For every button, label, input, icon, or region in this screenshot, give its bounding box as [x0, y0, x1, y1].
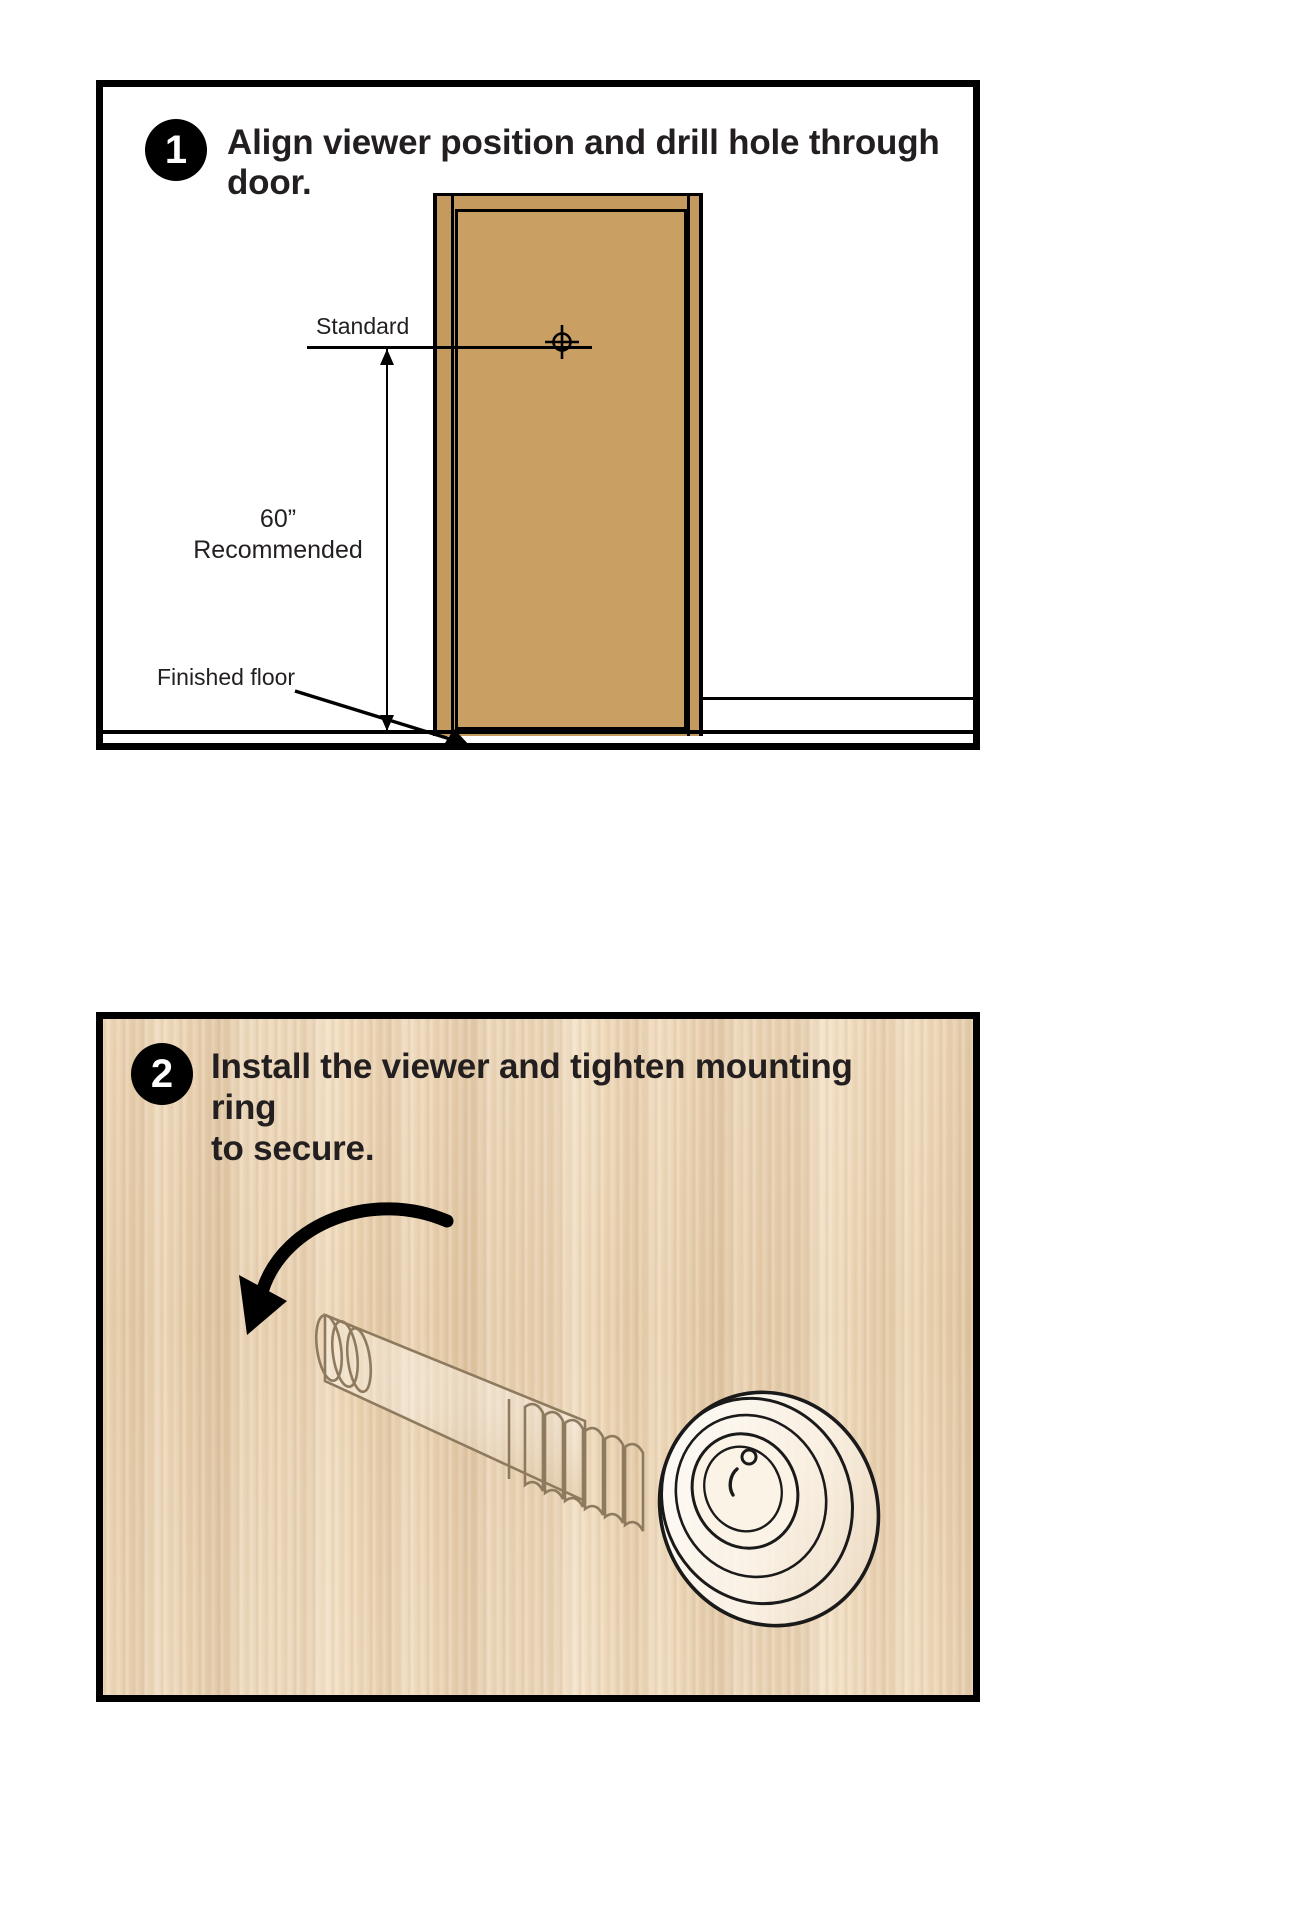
standard-leader-line [307, 346, 592, 349]
door-viewer-peephole-icon [239, 1202, 881, 1628]
door-slab [455, 209, 687, 730]
wall-baseline-right [703, 697, 980, 700]
step-2-number-badge: 2 [131, 1043, 193, 1105]
dimension-value: 60” [259, 505, 297, 533]
step-2-title-line-1: Install the viewer and tighten mounting … [211, 1047, 853, 1127]
curved-rotation-arrow-icon [239, 1202, 454, 1335]
step-2-title: Install the viewer and tighten mounting … [211, 1047, 911, 1170]
finished-floor-label: Finished floor [157, 664, 296, 690]
dimension-line [386, 349, 388, 731]
step-1-title: Align viewer position and drill hole thr… [227, 123, 940, 202]
step-2-panel: 2 Install the viewer and tighten mountin… [96, 1012, 980, 1702]
dimension-note: Recommended [193, 535, 363, 564]
crosshair-target-icon [545, 325, 579, 359]
finished-floor-line [103, 730, 973, 734]
step-1-panel: 1 Align viewer position and drill hole t… [96, 80, 980, 750]
dimension-label-group: 60” Recommended [183, 504, 373, 565]
finished-floor-leader-arrow-icon [294, 689, 471, 747]
dimension-arrow-up-icon [380, 349, 394, 365]
standard-height-label: Standard [316, 313, 410, 339]
step-1-number-badge: 1 [145, 119, 207, 181]
door-jamb-line-right [687, 193, 690, 736]
door-jamb-line-left [451, 193, 454, 736]
step-2-title-line-2: to secure. [211, 1128, 375, 1168]
